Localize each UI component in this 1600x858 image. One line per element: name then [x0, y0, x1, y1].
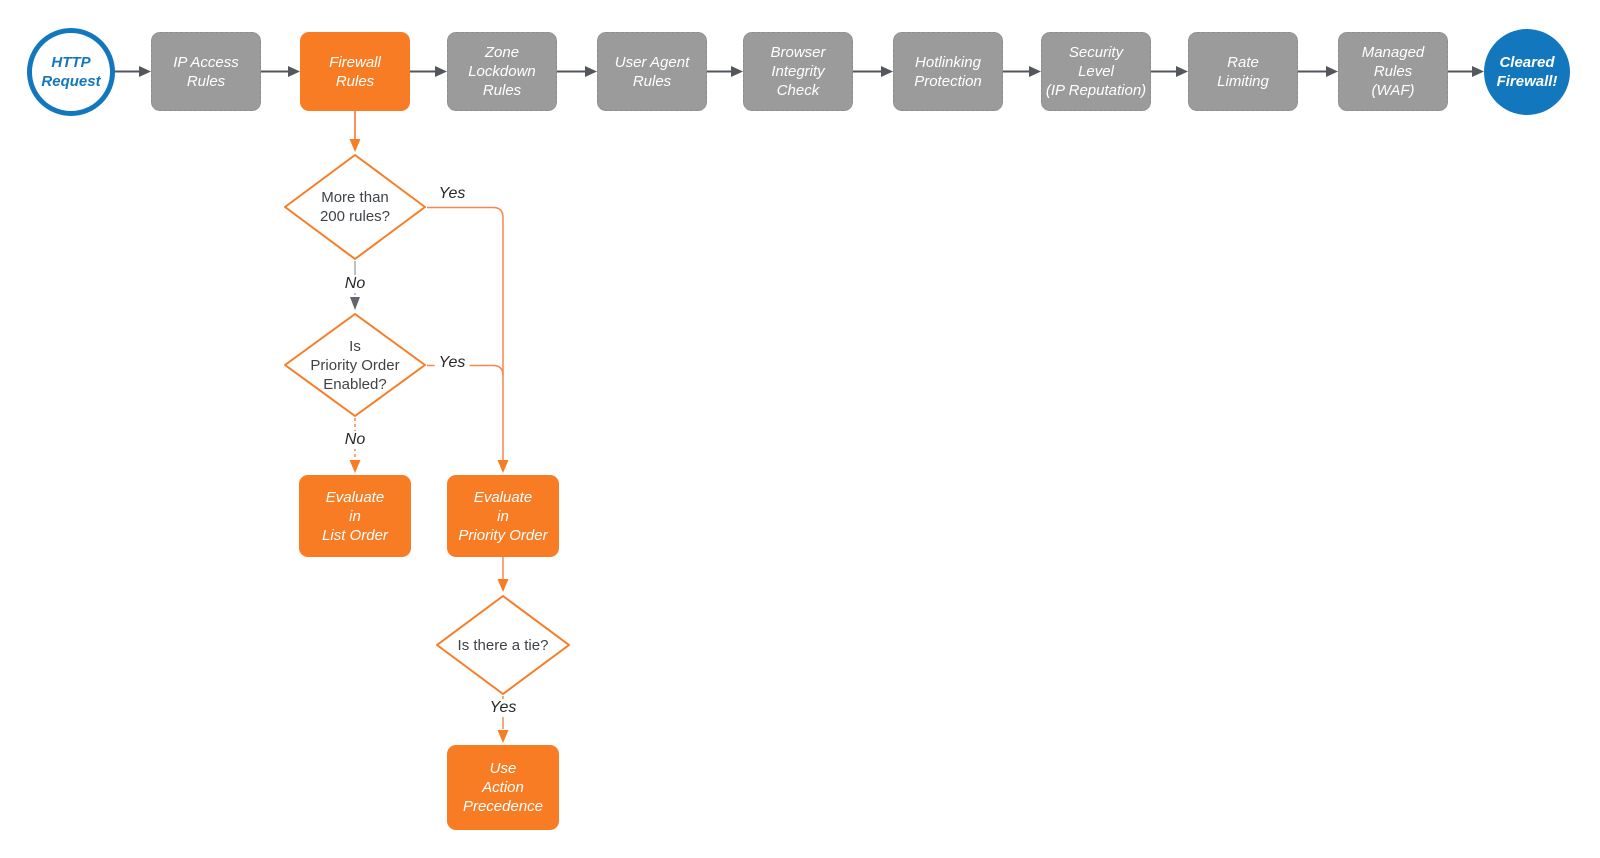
arrowhead-icon [881, 66, 893, 77]
node-browser-integrity-check: Browser Integrity Check [743, 32, 853, 111]
arrowhead-icon [731, 66, 743, 77]
node-user-agent-rules: User Agent Rules [597, 32, 707, 111]
arrowhead-icon [1176, 66, 1188, 77]
tree-arrowheads [349, 139, 509, 743]
edge-d1-yes-to-priority [427, 206, 504, 461]
arrowhead-icon [1472, 66, 1484, 77]
node-rate-limiting: Rate Limiting [1188, 32, 1298, 111]
decision-is-there-a-tie: Is there a tie? [435, 594, 571, 696]
edge-label-d2-no: No [340, 431, 370, 449]
arrowhead-icon [349, 139, 361, 152]
arrowhead-icon [1326, 66, 1338, 77]
node-evaluate-in-list-order: Evaluate in List Order [299, 475, 411, 557]
arrowhead-icon [288, 66, 300, 77]
edge-label-d1-yes: Yes [434, 185, 470, 203]
arrowhead-icon [497, 730, 509, 743]
node-firewall-rules: Firewall Rules [300, 32, 410, 111]
diamond-shape [436, 595, 570, 695]
pipeline-arrowheads [139, 66, 1484, 77]
arrowhead-icon [435, 66, 447, 77]
node-hotlinking-protection: Hotlinking Protection [893, 32, 1003, 111]
node-http-request: HTTP Request [27, 28, 115, 116]
edge-d2-yes-merge [427, 364, 504, 376]
node-zone-lockdown-rules: Zone Lockdown Rules [447, 32, 557, 111]
node-evaluate-in-priority-order: Evaluate in Priority Order [447, 475, 559, 557]
arrowhead-icon [139, 66, 151, 77]
decision-question: More than 200 rules? [319, 189, 391, 225]
decision-more-than-200-rules: More than 200 rules? [283, 153, 427, 261]
decision-priority-order-enabled: Is Priority Order Enabled? [283, 312, 427, 418]
node-managed-rules-waf: Managed Rules (WAF) [1338, 32, 1448, 111]
arrowhead-icon [585, 66, 597, 77]
decision-question: Is there a tie? [457, 636, 549, 654]
node-cleared-firewall: Cleared Firewall! [1484, 29, 1570, 115]
arrowhead-icon [349, 460, 361, 473]
node-security-level-ip-reputation: Security Level (IP Reputation) [1041, 32, 1151, 111]
decision-question: Is Priority Order Enabled? [310, 337, 400, 393]
diamond-shape [284, 154, 426, 260]
arrowhead-icon [497, 579, 509, 592]
node-ip-access-rules: IP Access Rules [151, 32, 261, 111]
arrowhead-icon [350, 297, 360, 310]
edge-label-d2-yes: Yes [434, 354, 470, 372]
edge-label-d1-no: No [340, 275, 370, 293]
diamond-shape [284, 313, 426, 417]
edge-label-d3-yes: Yes [485, 699, 521, 717]
arrowhead-icon [1029, 66, 1041, 77]
node-use-action-precedence: Use Action Precedence [447, 745, 559, 830]
arrowhead-icon [497, 460, 509, 473]
